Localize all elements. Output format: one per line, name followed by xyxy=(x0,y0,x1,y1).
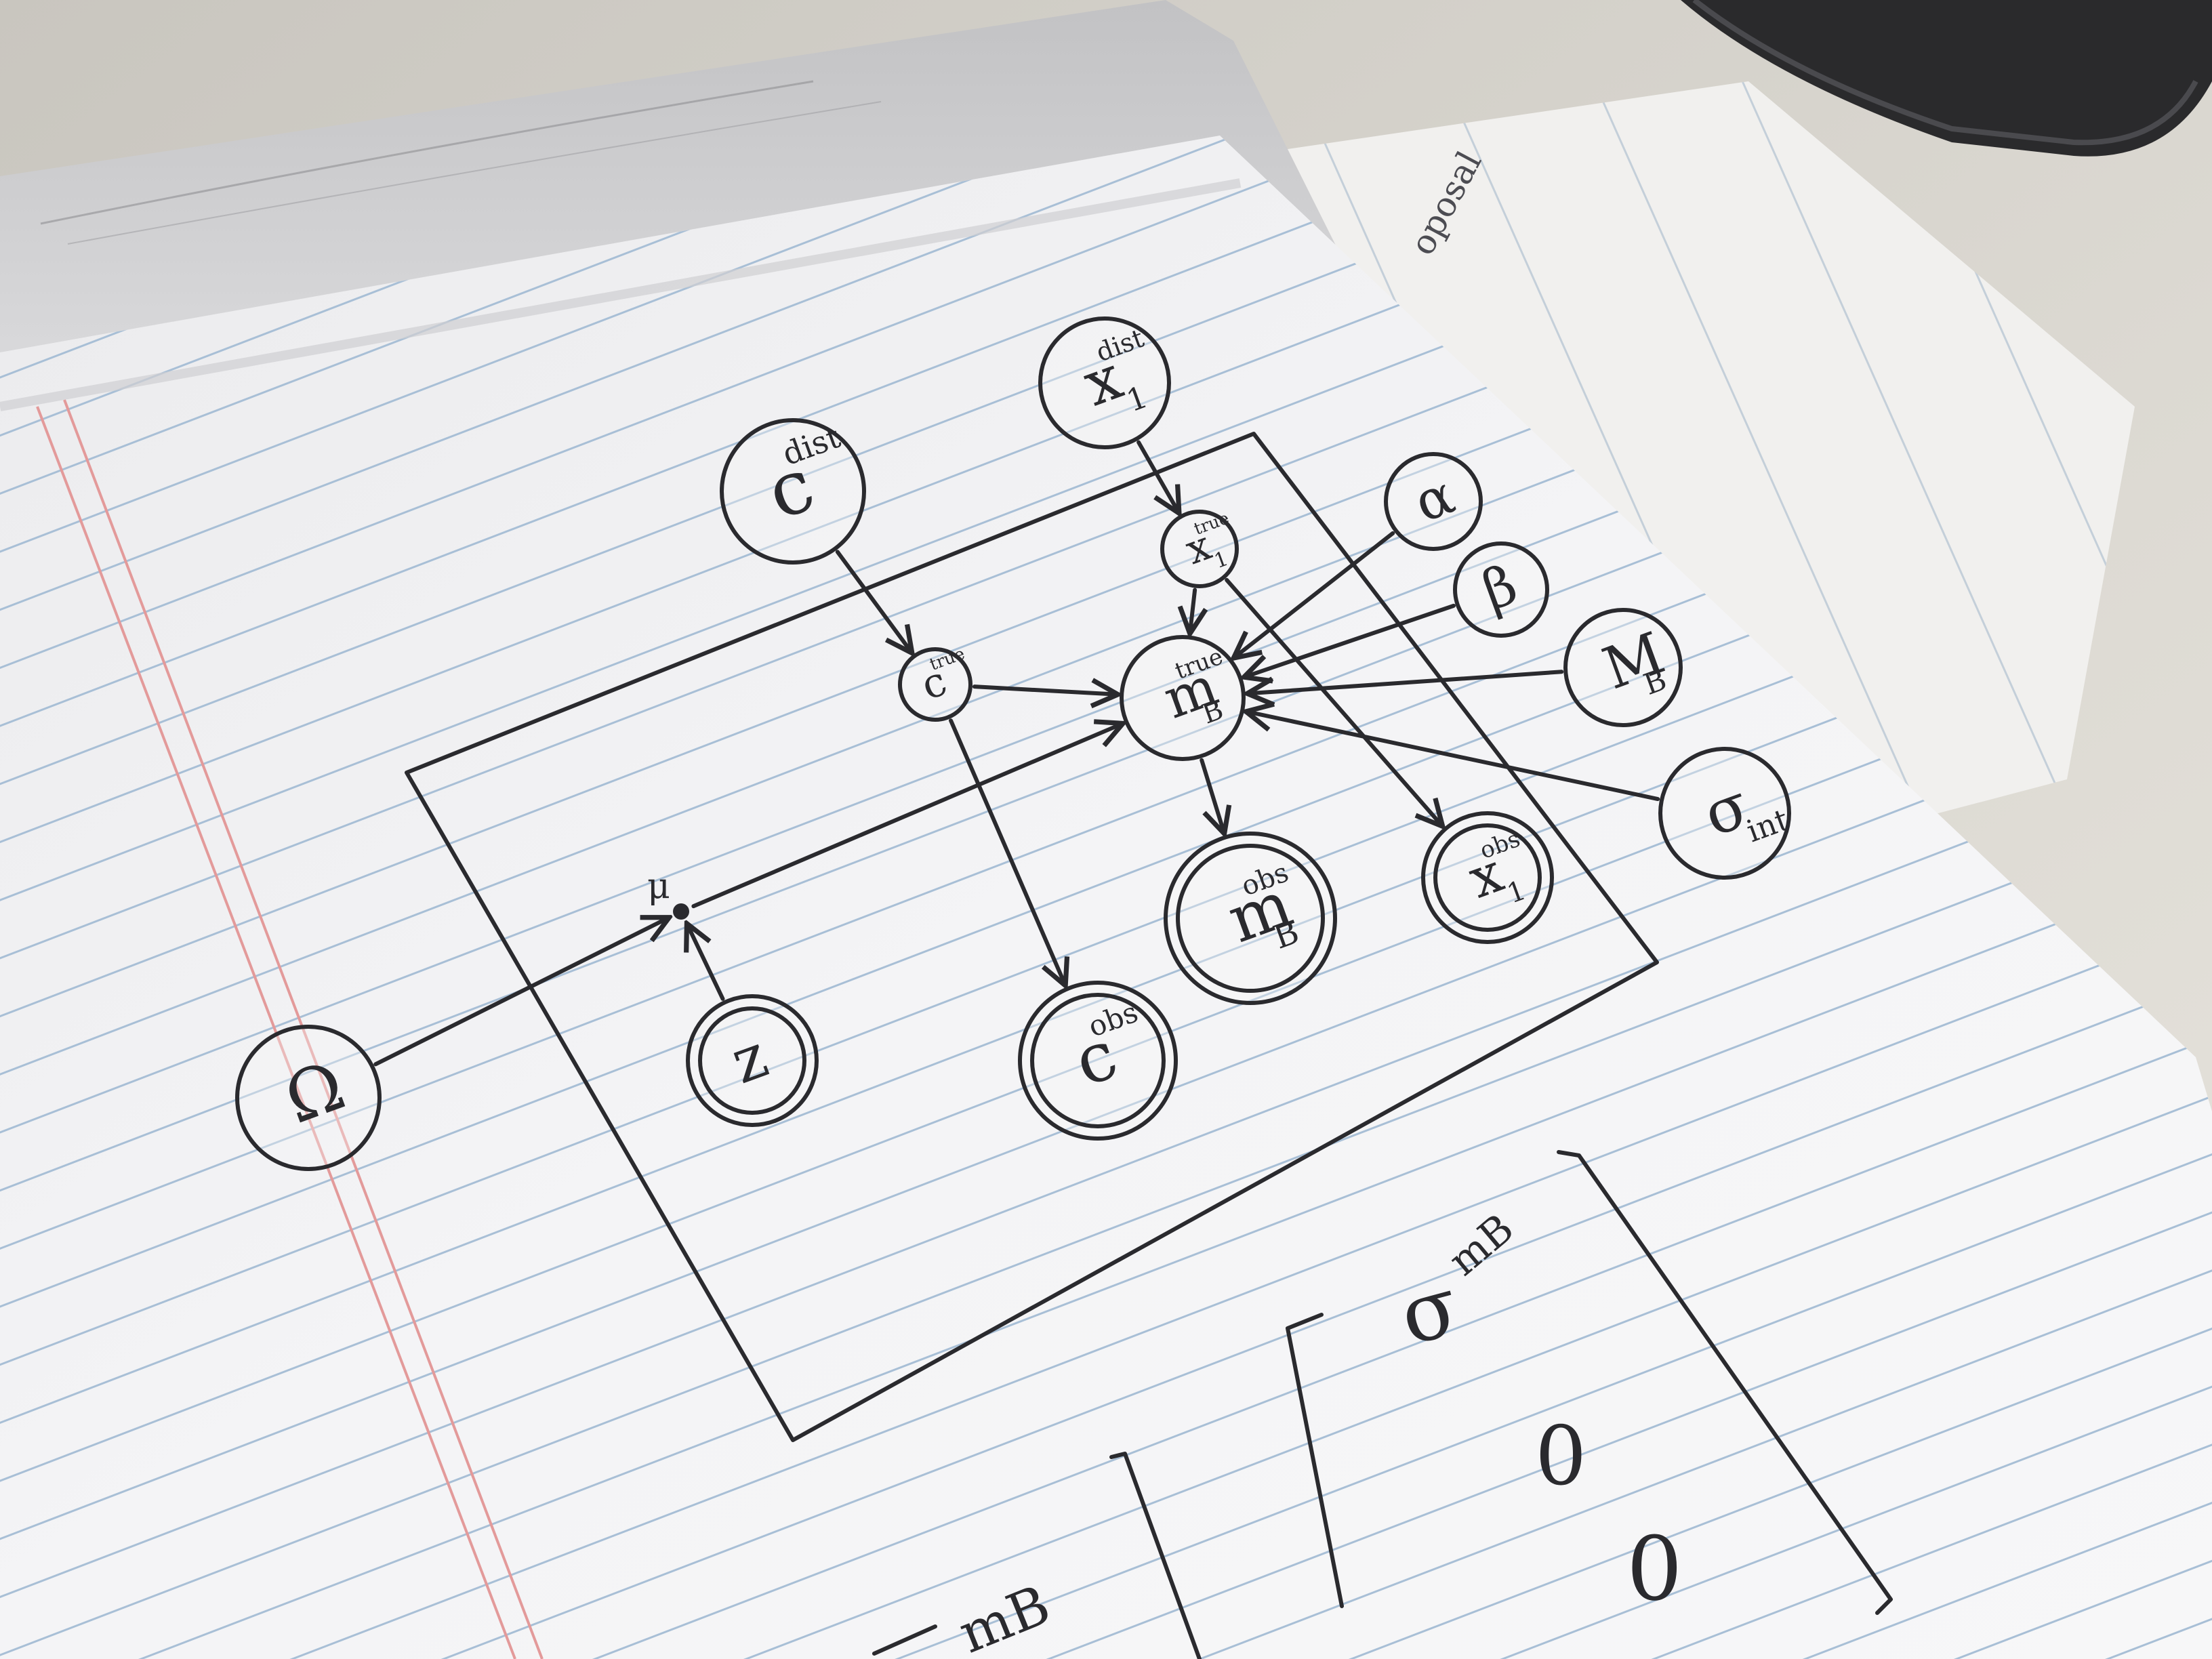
node-circle xyxy=(1384,452,1483,551)
matrix: σ mB 0 0 mB xyxy=(872,1150,1893,1659)
node-circle xyxy=(1658,747,1791,880)
node-beta: β xyxy=(1453,541,1549,638)
edge-mb-true-to-mb-obs xyxy=(1200,758,1224,832)
mu-label: μ xyxy=(647,866,670,907)
mu-node: μ xyxy=(647,866,689,920)
node-circle xyxy=(1160,510,1239,588)
matrix-right-bracket xyxy=(1557,1150,1893,1615)
edge-x1-true-to-mb-true xyxy=(1190,588,1195,632)
node-circle xyxy=(1038,316,1171,449)
node-circle xyxy=(720,418,866,565)
node-circle xyxy=(235,1025,382,1171)
node-circle xyxy=(1120,635,1246,761)
edge-alpha-to-mb-true xyxy=(1235,531,1395,657)
node-circle xyxy=(1018,981,1178,1141)
node-circle xyxy=(1453,541,1549,638)
partial-left-dash xyxy=(872,1624,937,1656)
node-inner-circle xyxy=(1433,823,1542,932)
edge-mu-to-mb-true xyxy=(691,724,1121,909)
edge-c-true-to-mb-true xyxy=(972,687,1116,694)
matrix-entry: 0 xyxy=(1535,1410,1586,1504)
node-circle xyxy=(1421,811,1554,944)
laptop-corner xyxy=(1681,0,2212,157)
node-M-B: MB xyxy=(1563,608,1683,727)
matrix-left-bracket xyxy=(1286,1313,1344,1608)
node-circle xyxy=(686,994,819,1127)
edge-x1-dist-to-x1-true xyxy=(1136,440,1179,512)
notepad-page xyxy=(0,136,2212,1659)
edge-M-B-to-mb-true xyxy=(1249,670,1564,693)
node-omega: Ω xyxy=(235,1025,382,1171)
edges xyxy=(373,440,1660,1067)
edge-z-to-mu xyxy=(687,925,725,1001)
node-circle xyxy=(1164,832,1337,1005)
mu-dot xyxy=(673,903,689,920)
edge-beta-to-mb-true xyxy=(1246,603,1456,677)
node-inner-circle xyxy=(1030,993,1166,1128)
node-alpha: α xyxy=(1384,452,1483,551)
node-inner-circle xyxy=(698,1006,806,1115)
margin-line xyxy=(63,399,544,1659)
laptop-edge xyxy=(1692,0,2198,146)
matrix-entry: 0 xyxy=(1626,1517,1683,1620)
edge-x1-true-to-x1-obs xyxy=(1225,577,1441,825)
edge-c-true-to-c-obs xyxy=(949,718,1065,984)
node-circle xyxy=(898,647,972,722)
node-z: z xyxy=(686,994,819,1127)
lower-matrix-bracket xyxy=(1109,1452,1202,1659)
node-inner-circle xyxy=(1176,844,1325,993)
plate xyxy=(405,432,1659,1442)
edge-omega-to-mu xyxy=(373,918,668,1067)
edge-sigma-int-to-mb-true xyxy=(1248,712,1660,802)
edge-c-dist-to-c-true xyxy=(835,550,912,651)
node-circle xyxy=(1563,608,1683,727)
